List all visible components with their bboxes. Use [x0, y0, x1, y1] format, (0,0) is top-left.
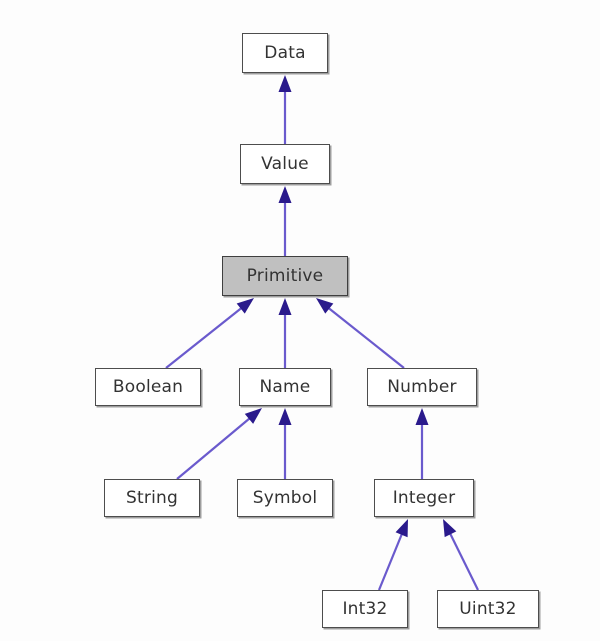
- node-value[interactable]: Value: [240, 144, 330, 184]
- node-boolean[interactable]: Boolean: [95, 368, 201, 406]
- node-string[interactable]: String: [104, 479, 200, 517]
- edge-arrowhead-int32-to-integer: [395, 519, 408, 538]
- node-label-data: Data: [264, 42, 306, 63]
- edge-line-int32-to-integer: [377, 532, 404, 591]
- node-label-number: Number: [387, 376, 457, 397]
- edge-arrowhead-string-to-name: [244, 408, 262, 424]
- edge-line-string-to-name: [176, 416, 252, 480]
- edge-arrowhead-boolean-to-primitive: [236, 298, 254, 314]
- edge-arrowhead-uint32-to-integer: [443, 519, 457, 538]
- edge-arrowhead-symbol-to-name: [278, 408, 292, 425]
- node-integer[interactable]: Integer: [374, 479, 474, 517]
- node-label-string: String: [126, 487, 178, 508]
- edge-arrowhead-number-to-primitive: [316, 298, 334, 314]
- node-label-symbol: Symbol: [252, 487, 318, 508]
- edge-arrowhead-integer-to-number: [415, 408, 429, 425]
- edge-arrowhead-name-to-primitive: [278, 298, 292, 315]
- node-int32[interactable]: Int32: [322, 590, 408, 628]
- edge-line-boolean-to-primitive: [165, 306, 243, 369]
- edge-arrowhead-value-to-data: [278, 75, 292, 92]
- node-label-primitive: Primitive: [246, 265, 324, 286]
- node-data[interactable]: Data: [242, 33, 328, 73]
- node-label-uint32: Uint32: [459, 598, 517, 619]
- node-number[interactable]: Number: [367, 368, 477, 406]
- edge-arrowhead-primitive-to-value: [278, 186, 292, 203]
- node-label-int32: Int32: [342, 598, 388, 619]
- edge-line-uint32-to-integer: [448, 531, 479, 591]
- node-symbol[interactable]: Symbol: [237, 479, 333, 517]
- edge-line-number-to-primitive: [327, 306, 405, 369]
- node-label-boolean: Boolean: [112, 376, 184, 397]
- node-label-name: Name: [259, 376, 311, 397]
- node-name[interactable]: Name: [239, 368, 331, 406]
- node-primitive[interactable]: Primitive: [222, 256, 348, 296]
- node-label-value: Value: [261, 153, 309, 174]
- node-label-integer: Integer: [392, 487, 456, 508]
- node-uint32[interactable]: Uint32: [437, 590, 539, 628]
